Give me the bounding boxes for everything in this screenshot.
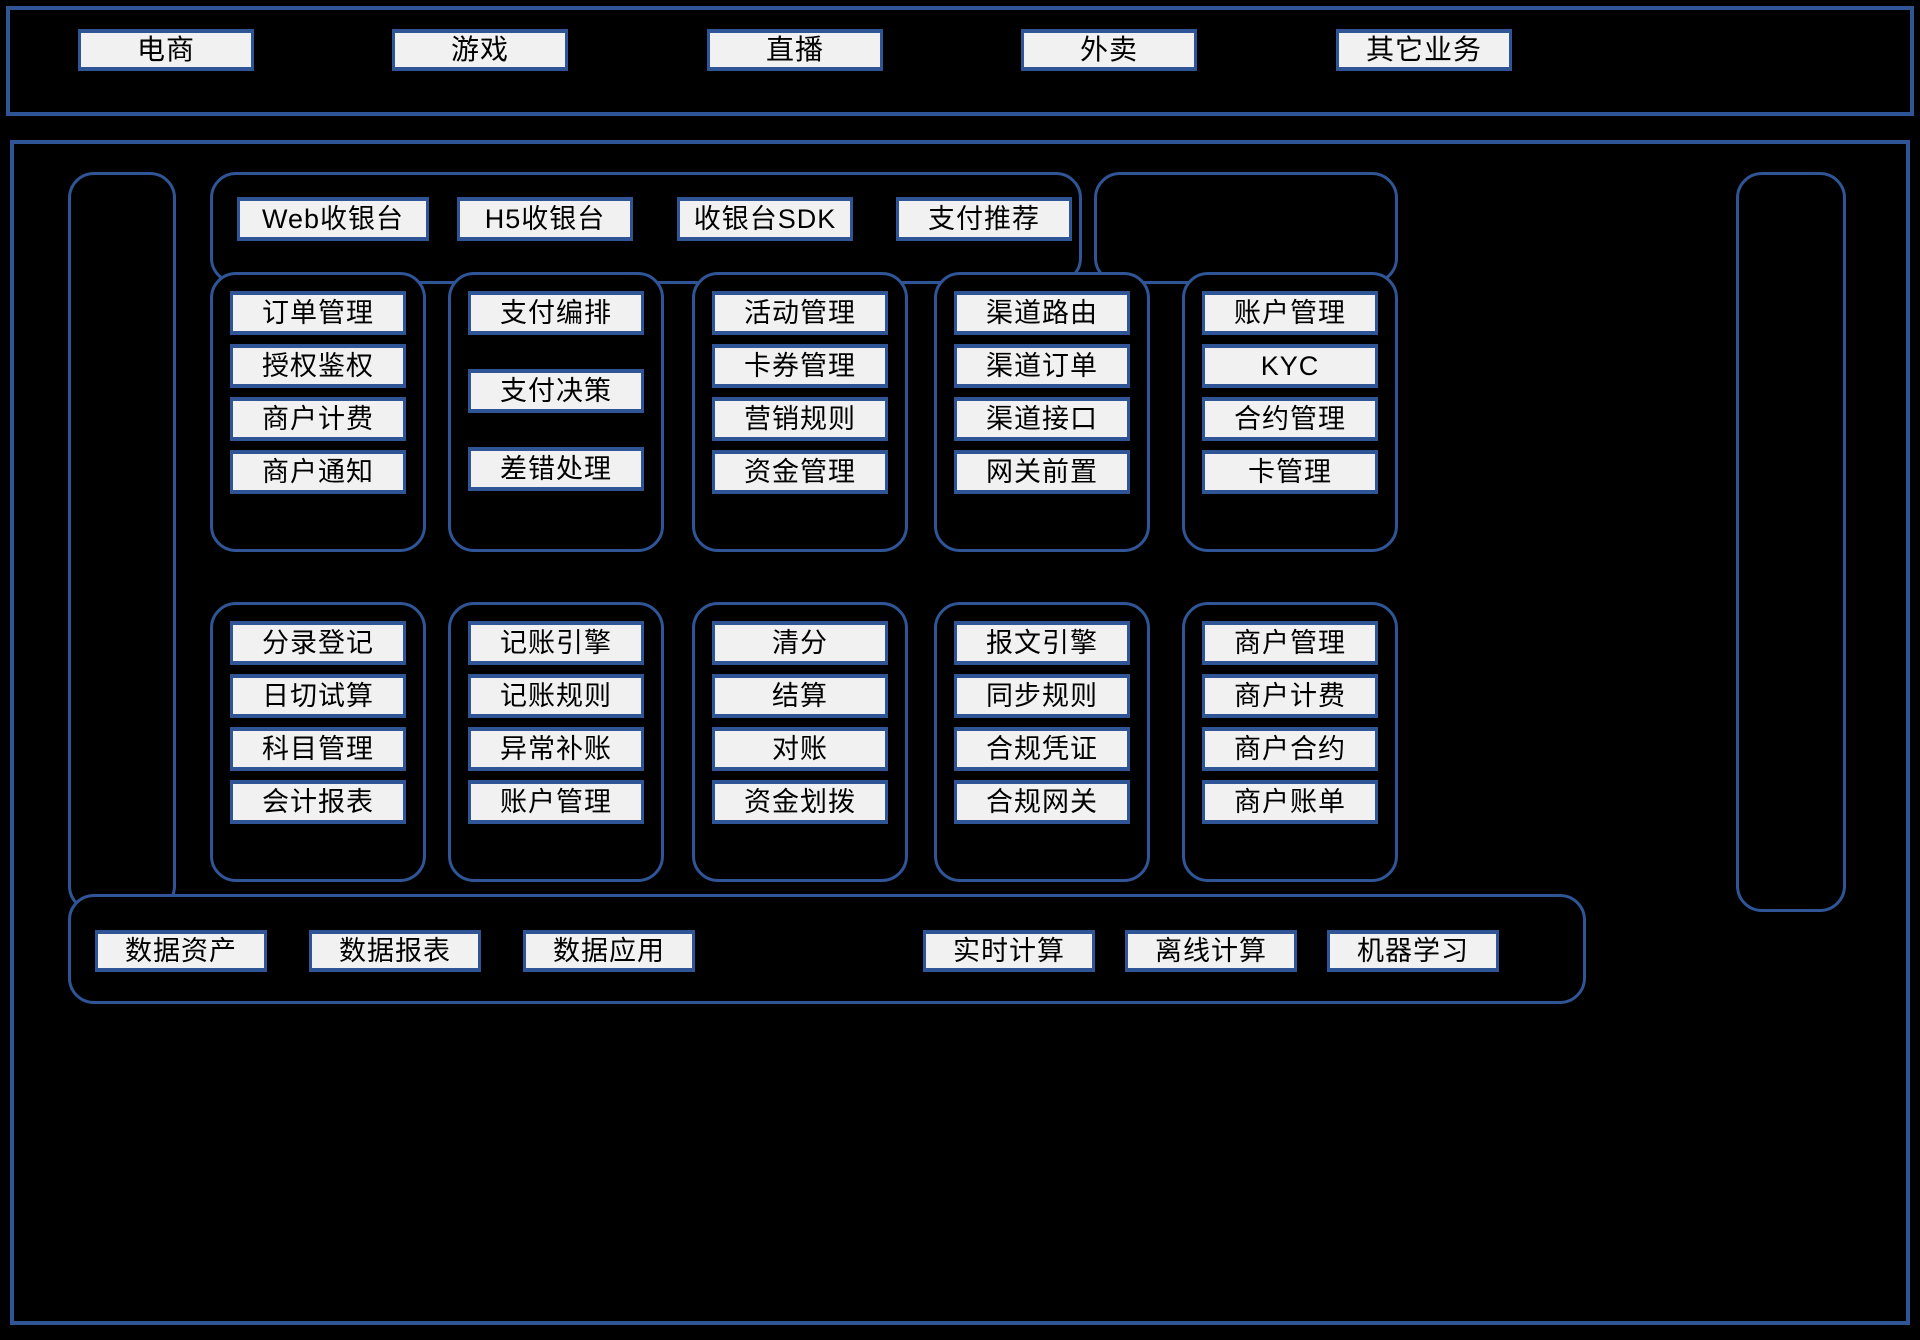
module-chip[interactable]: 支付编排 — [468, 291, 644, 335]
module-chip[interactable]: 卡券管理 — [712, 344, 888, 388]
module-chip[interactable]: 账户管理 — [1202, 291, 1378, 335]
module-group-1-5: 账户管理 KYC 合约管理卡管理 — [1182, 272, 1398, 552]
module-group-items: 订单管理授权鉴权商户计费商户通知 — [213, 275, 423, 503]
module-chip[interactable]: 商户合约 — [1202, 727, 1378, 771]
module-group-1-1: 订单管理授权鉴权商户计费商户通知 — [210, 272, 426, 552]
module-chip[interactable]: 订单管理 — [230, 291, 406, 335]
module-chip[interactable]: 清分 — [712, 621, 888, 665]
module-group-items: 清分结算对账资金划拨 — [695, 605, 905, 833]
module-chip[interactable]: 商户管理 — [1202, 621, 1378, 665]
module-group-2-3: 清分结算对账资金划拨 — [692, 602, 908, 882]
module-group-items: 记账引擎记账规则异常补账账户管理 — [451, 605, 661, 833]
module-group-2-4: 报文引擎同步规则合规凭证合规网关 — [934, 602, 1150, 882]
module-group-1-3: 活动管理卡券管理营销规则资金管理 — [692, 272, 908, 552]
module-chip[interactable]: 合约管理 — [1202, 397, 1378, 441]
module-chip[interactable]: 资金管理 — [712, 450, 888, 494]
module-chip[interactable]: 支付决策 — [468, 369, 644, 413]
module-group-items: 报文引擎同步规则合规凭证合规网关 — [937, 605, 1147, 833]
business-line-list: 电商 游戏 直播 外卖 其它业务 — [10, 10, 1910, 72]
module-chip[interactable]: 报文引擎 — [954, 621, 1130, 665]
module-group-items: 账户管理 KYC 合约管理卡管理 — [1185, 275, 1395, 503]
left-rail-container — [68, 172, 176, 912]
data-platform-chip[interactable]: 机器学习 — [1327, 930, 1499, 972]
module-chip[interactable]: 渠道路由 — [954, 291, 1130, 335]
business-line-chip[interactable]: 直播 — [707, 29, 883, 71]
module-chip[interactable]: 商户计费 — [1202, 674, 1378, 718]
module-chip[interactable]: 日切试算 — [230, 674, 406, 718]
data-platform-chip[interactable]: 离线计算 — [1125, 930, 1297, 972]
module-chip[interactable]: 网关前置 — [954, 450, 1130, 494]
module-chip[interactable]: 会计报表 — [230, 780, 406, 824]
module-group-2-2: 记账引擎记账规则异常补账账户管理 — [448, 602, 664, 882]
module-chip[interactable]: 营销规则 — [712, 397, 888, 441]
module-chip[interactable]: 账户管理 — [468, 780, 644, 824]
module-chip[interactable]: 结算 — [712, 674, 888, 718]
module-chip[interactable]: 商户账单 — [1202, 780, 1378, 824]
module-group-2-5: 商户管理商户计费商户合约商户账单 — [1182, 602, 1398, 882]
checkout-chip[interactable]: 支付推荐 — [896, 197, 1072, 241]
business-line-chip[interactable]: 其它业务 — [1336, 29, 1512, 71]
checkout-layer-container: Web收银台 H5收银台收银台SDK 支付推荐 — [210, 172, 1082, 284]
module-group-items: 活动管理卡券管理营销规则资金管理 — [695, 275, 905, 503]
business-line-chip[interactable]: 外卖 — [1021, 29, 1197, 71]
right-rail-container — [1736, 172, 1846, 912]
checkout-chip[interactable]: 收银台SDK — [677, 197, 853, 241]
data-platform-container: 数据资产数据报表数据应用 实时计算离线计算机器学习 — [68, 894, 1586, 1004]
module-chip[interactable]: 授权鉴权 — [230, 344, 406, 388]
module-chip[interactable]: 资金划拨 — [712, 780, 888, 824]
module-chip[interactable]: 对账 — [712, 727, 888, 771]
module-chip[interactable]: KYC — [1202, 344, 1378, 388]
business-line-band: 电商 游戏 直播 外卖 其它业务 — [6, 6, 1914, 116]
checkout-chip[interactable]: Web收银台 — [237, 197, 429, 241]
module-group-items: 商户管理商户计费商户合约商户账单 — [1185, 605, 1395, 833]
checkout-extra-container — [1094, 172, 1398, 284]
module-chip[interactable]: 科目管理 — [230, 727, 406, 771]
module-chip[interactable]: 商户通知 — [230, 450, 406, 494]
module-chip[interactable]: 记账规则 — [468, 674, 644, 718]
module-chip[interactable]: 异常补账 — [468, 727, 644, 771]
module-group-items: 渠道路由渠道订单渠道接口网关前置 — [937, 275, 1147, 503]
module-chip[interactable]: 渠道订单 — [954, 344, 1130, 388]
module-group-1-2: 支付编排支付决策差错处理 — [448, 272, 664, 552]
business-line-chip[interactable]: 游戏 — [392, 29, 568, 71]
module-chip[interactable]: 同步规则 — [954, 674, 1130, 718]
module-group-items: 支付编排支付决策差错处理 — [451, 275, 661, 525]
module-group-2-1: 分录登记日切试算科目管理会计报表 — [210, 602, 426, 882]
data-platform-chip[interactable]: 数据应用 — [523, 930, 695, 972]
module-group-items: 分录登记日切试算科目管理会计报表 — [213, 605, 423, 833]
module-chip[interactable]: 分录登记 — [230, 621, 406, 665]
module-chip[interactable]: 活动管理 — [712, 291, 888, 335]
module-chip[interactable]: 渠道接口 — [954, 397, 1130, 441]
module-chip[interactable]: 差错处理 — [468, 447, 644, 491]
data-platform-chip[interactable]: 数据资产 — [95, 930, 267, 972]
checkout-chip[interactable]: H5收银台 — [457, 197, 633, 241]
module-chip[interactable]: 商户计费 — [230, 397, 406, 441]
data-platform-chip[interactable]: 数据报表 — [309, 930, 481, 972]
module-chip[interactable]: 卡管理 — [1202, 450, 1378, 494]
data-platform-chip[interactable]: 实时计算 — [923, 930, 1095, 972]
business-line-chip[interactable]: 电商 — [78, 29, 254, 71]
module-chip[interactable]: 合规凭证 — [954, 727, 1130, 771]
module-chip[interactable]: 记账引擎 — [468, 621, 644, 665]
module-chip[interactable]: 合规网关 — [954, 780, 1130, 824]
module-group-1-4: 渠道路由渠道订单渠道接口网关前置 — [934, 272, 1150, 552]
